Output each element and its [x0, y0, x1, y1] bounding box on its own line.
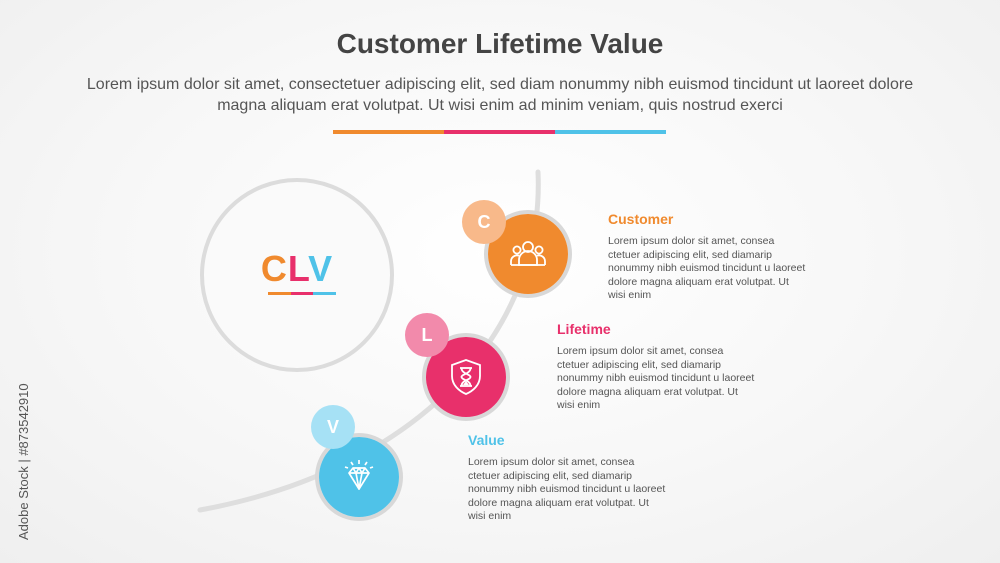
clv-acronym: CLV — [204, 248, 390, 290]
clv-letter-v: V — [308, 248, 334, 289]
page-subtitle: Lorem ipsum dolor sit amet, consectetuer… — [86, 76, 914, 114]
title-divider-pink — [444, 130, 555, 134]
clv-letter-c: C — [260, 248, 288, 289]
lifetime-heading: Lifetime — [557, 321, 611, 337]
clv-underline-orange — [268, 292, 291, 295]
title-divider-orange — [333, 130, 444, 134]
lifetime-badge: L — [405, 313, 449, 357]
value-node-fill — [319, 437, 399, 517]
clv-underline-blue — [313, 292, 336, 295]
hourglass-shield-icon — [451, 359, 481, 395]
value-heading: Value — [468, 432, 505, 448]
value-node — [315, 433, 403, 521]
lifetime-node — [422, 333, 510, 421]
diamond-icon — [344, 460, 374, 490]
stock-watermark-text: Adobe Stock | #873542910 — [16, 383, 31, 540]
value-badge: V — [311, 405, 355, 449]
lifetime-description: Lorem ipsum dolor sit amet, consea ctetu… — [557, 345, 755, 412]
clv-letter-l: L — [287, 248, 309, 289]
page-title: Customer Lifetime Value — [336, 28, 664, 59]
customer-description: Lorem ipsum dolor sit amet, consea ctetu… — [608, 235, 806, 302]
customer-heading: Customer — [608, 211, 674, 227]
people-icon — [510, 241, 546, 266]
customer-badge: C — [462, 200, 506, 244]
value-description: Lorem ipsum dolor sit amet, consea ctetu… — [468, 456, 666, 523]
clv-center-circle: CLV — [200, 178, 394, 372]
title-divider-blue — [555, 130, 666, 134]
clv-underline-pink — [291, 292, 313, 295]
